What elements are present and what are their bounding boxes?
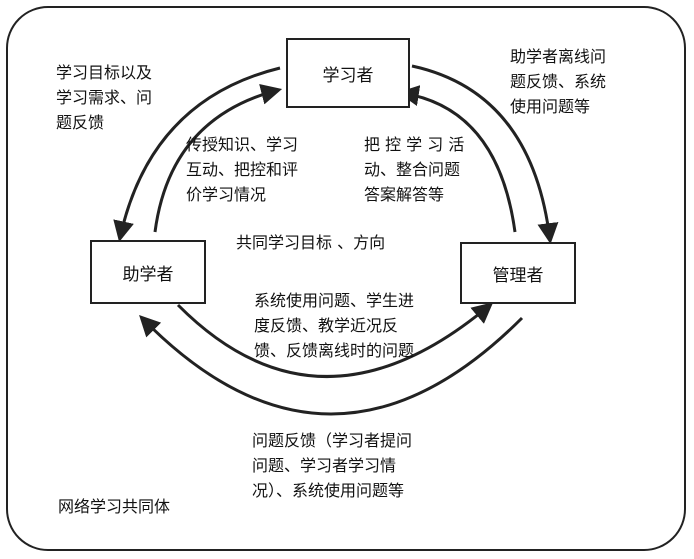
node-helper-label: 助学者 bbox=[122, 264, 174, 285]
label-community: 网络学习共同体 bbox=[58, 497, 171, 516]
arrow-learner-to-helper bbox=[113, 66, 281, 243]
arrow-manager-to-learner bbox=[397, 85, 517, 233]
label-manager-to-learner: 把 控 学 习 活 动、整合问题 答案解答等 bbox=[364, 135, 465, 204]
node-learner-label: 学习者 bbox=[322, 65, 374, 86]
arrow-helper-to-learner bbox=[153, 84, 283, 233]
label-learner-to-helper: 传授知识、学习 互动、把控和评 价学习情况 bbox=[186, 135, 299, 204]
label-learner-to-manager: 助学者离线问 题反馈、系统 使用问题等 bbox=[510, 47, 607, 116]
arrow-helper-to-manager bbox=[176, 302, 494, 378]
arrow-manager-to-helper bbox=[139, 315, 524, 416]
arrow-learner-to-manager bbox=[411, 64, 559, 245]
label-helper-to-manager: 系统使用问题、学生进 度反馈、教学近况反 馈、反馈离线时的问题 bbox=[254, 291, 415, 360]
node-manager-label: 管理者 bbox=[492, 265, 544, 286]
node-manager: 管理者 bbox=[460, 242, 576, 304]
community-boundary bbox=[6, 6, 686, 551]
label-manager-to-helper: 问题反馈（学习者提问 问题、学习者学习情 况）、系统使用问题等 bbox=[252, 431, 413, 500]
label-shared-goal: 共同学习目标 、方向 bbox=[236, 233, 386, 252]
node-helper: 助学者 bbox=[90, 240, 206, 304]
node-learner: 学习者 bbox=[286, 38, 410, 108]
label-helper-to-learner: 学习目标以及 学习需求、问 题反馈 bbox=[56, 63, 153, 132]
